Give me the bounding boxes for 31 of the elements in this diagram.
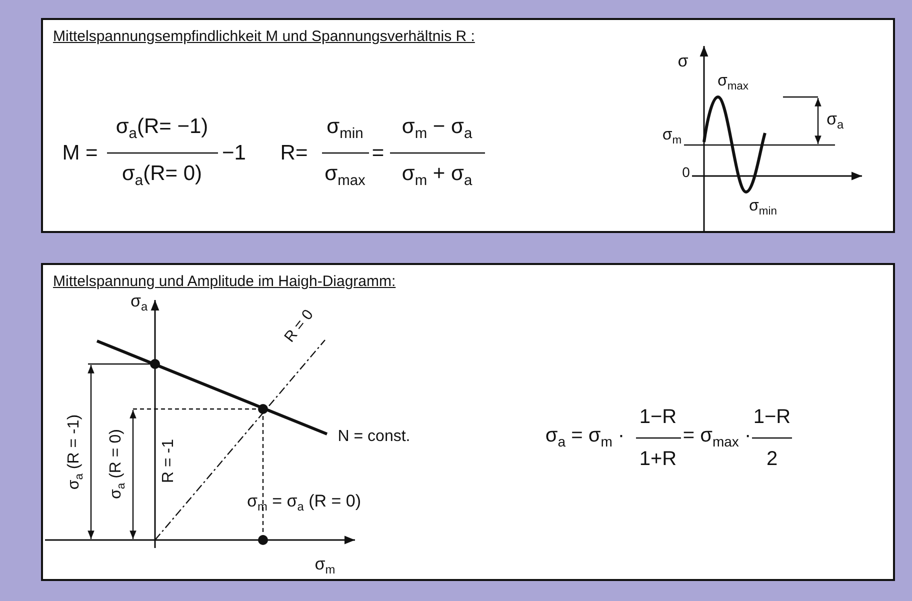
axis-label: 0 xyxy=(682,165,690,179)
panel-heading: Mittelspannung und Amplitude im Haigh-Diagramm: xyxy=(53,273,396,290)
panel-heading: Mittelspannungsempfindlichkeit M und Spannungsverhältnis R : xyxy=(53,28,475,45)
fraction-numerator: σ$_{min}$ xyxy=(326,116,364,142)
formula-term: −1 xyxy=(222,142,246,164)
panel-frame xyxy=(41,18,895,233)
fraction-numerator: 1−R xyxy=(753,407,791,427)
fraction-numerator: σ$_{m}$ − σ$_{a}$ xyxy=(402,116,472,142)
fraction-numerator: 1−R xyxy=(639,407,677,427)
fraction-numerator: σ$_{a}$(R= −1) xyxy=(116,116,208,142)
formula-term: σ$_{a}$ = σ$_{m}$ · xyxy=(545,426,625,448)
line-label: R = -1 xyxy=(161,439,177,483)
peak-label: σ$_{max}$ xyxy=(718,73,748,93)
formula-term: M = xyxy=(62,142,98,164)
axis-label: σ xyxy=(678,52,688,70)
formula-term: = σ$_{max}$ · xyxy=(682,426,752,448)
fraction-denominator: 2 xyxy=(766,449,778,469)
mean-label: σ$_{m}$ xyxy=(662,127,682,147)
panel-frame xyxy=(41,263,895,581)
fraction-denominator: σ$_{max}$ xyxy=(324,163,366,189)
trough-label: σ$_{min}$ xyxy=(749,198,777,218)
formula-term: = xyxy=(372,142,384,164)
fraction-denominator: σ$_{a}$(R= 0) xyxy=(122,163,202,189)
fraction-denominator: σ$_{m}$ + σ$_{a}$ xyxy=(402,163,472,189)
line-label: R = 0 xyxy=(282,307,316,345)
amplitude-label: σ$_{a}$ xyxy=(826,110,844,132)
axis-label: σ$_{m}$ xyxy=(314,555,336,577)
formula-term: R= xyxy=(280,142,308,164)
curve-label: N = const. xyxy=(338,429,410,445)
fraction-denominator: 1+R xyxy=(639,449,677,469)
axis-label: σ$_{a}$ xyxy=(130,292,148,314)
